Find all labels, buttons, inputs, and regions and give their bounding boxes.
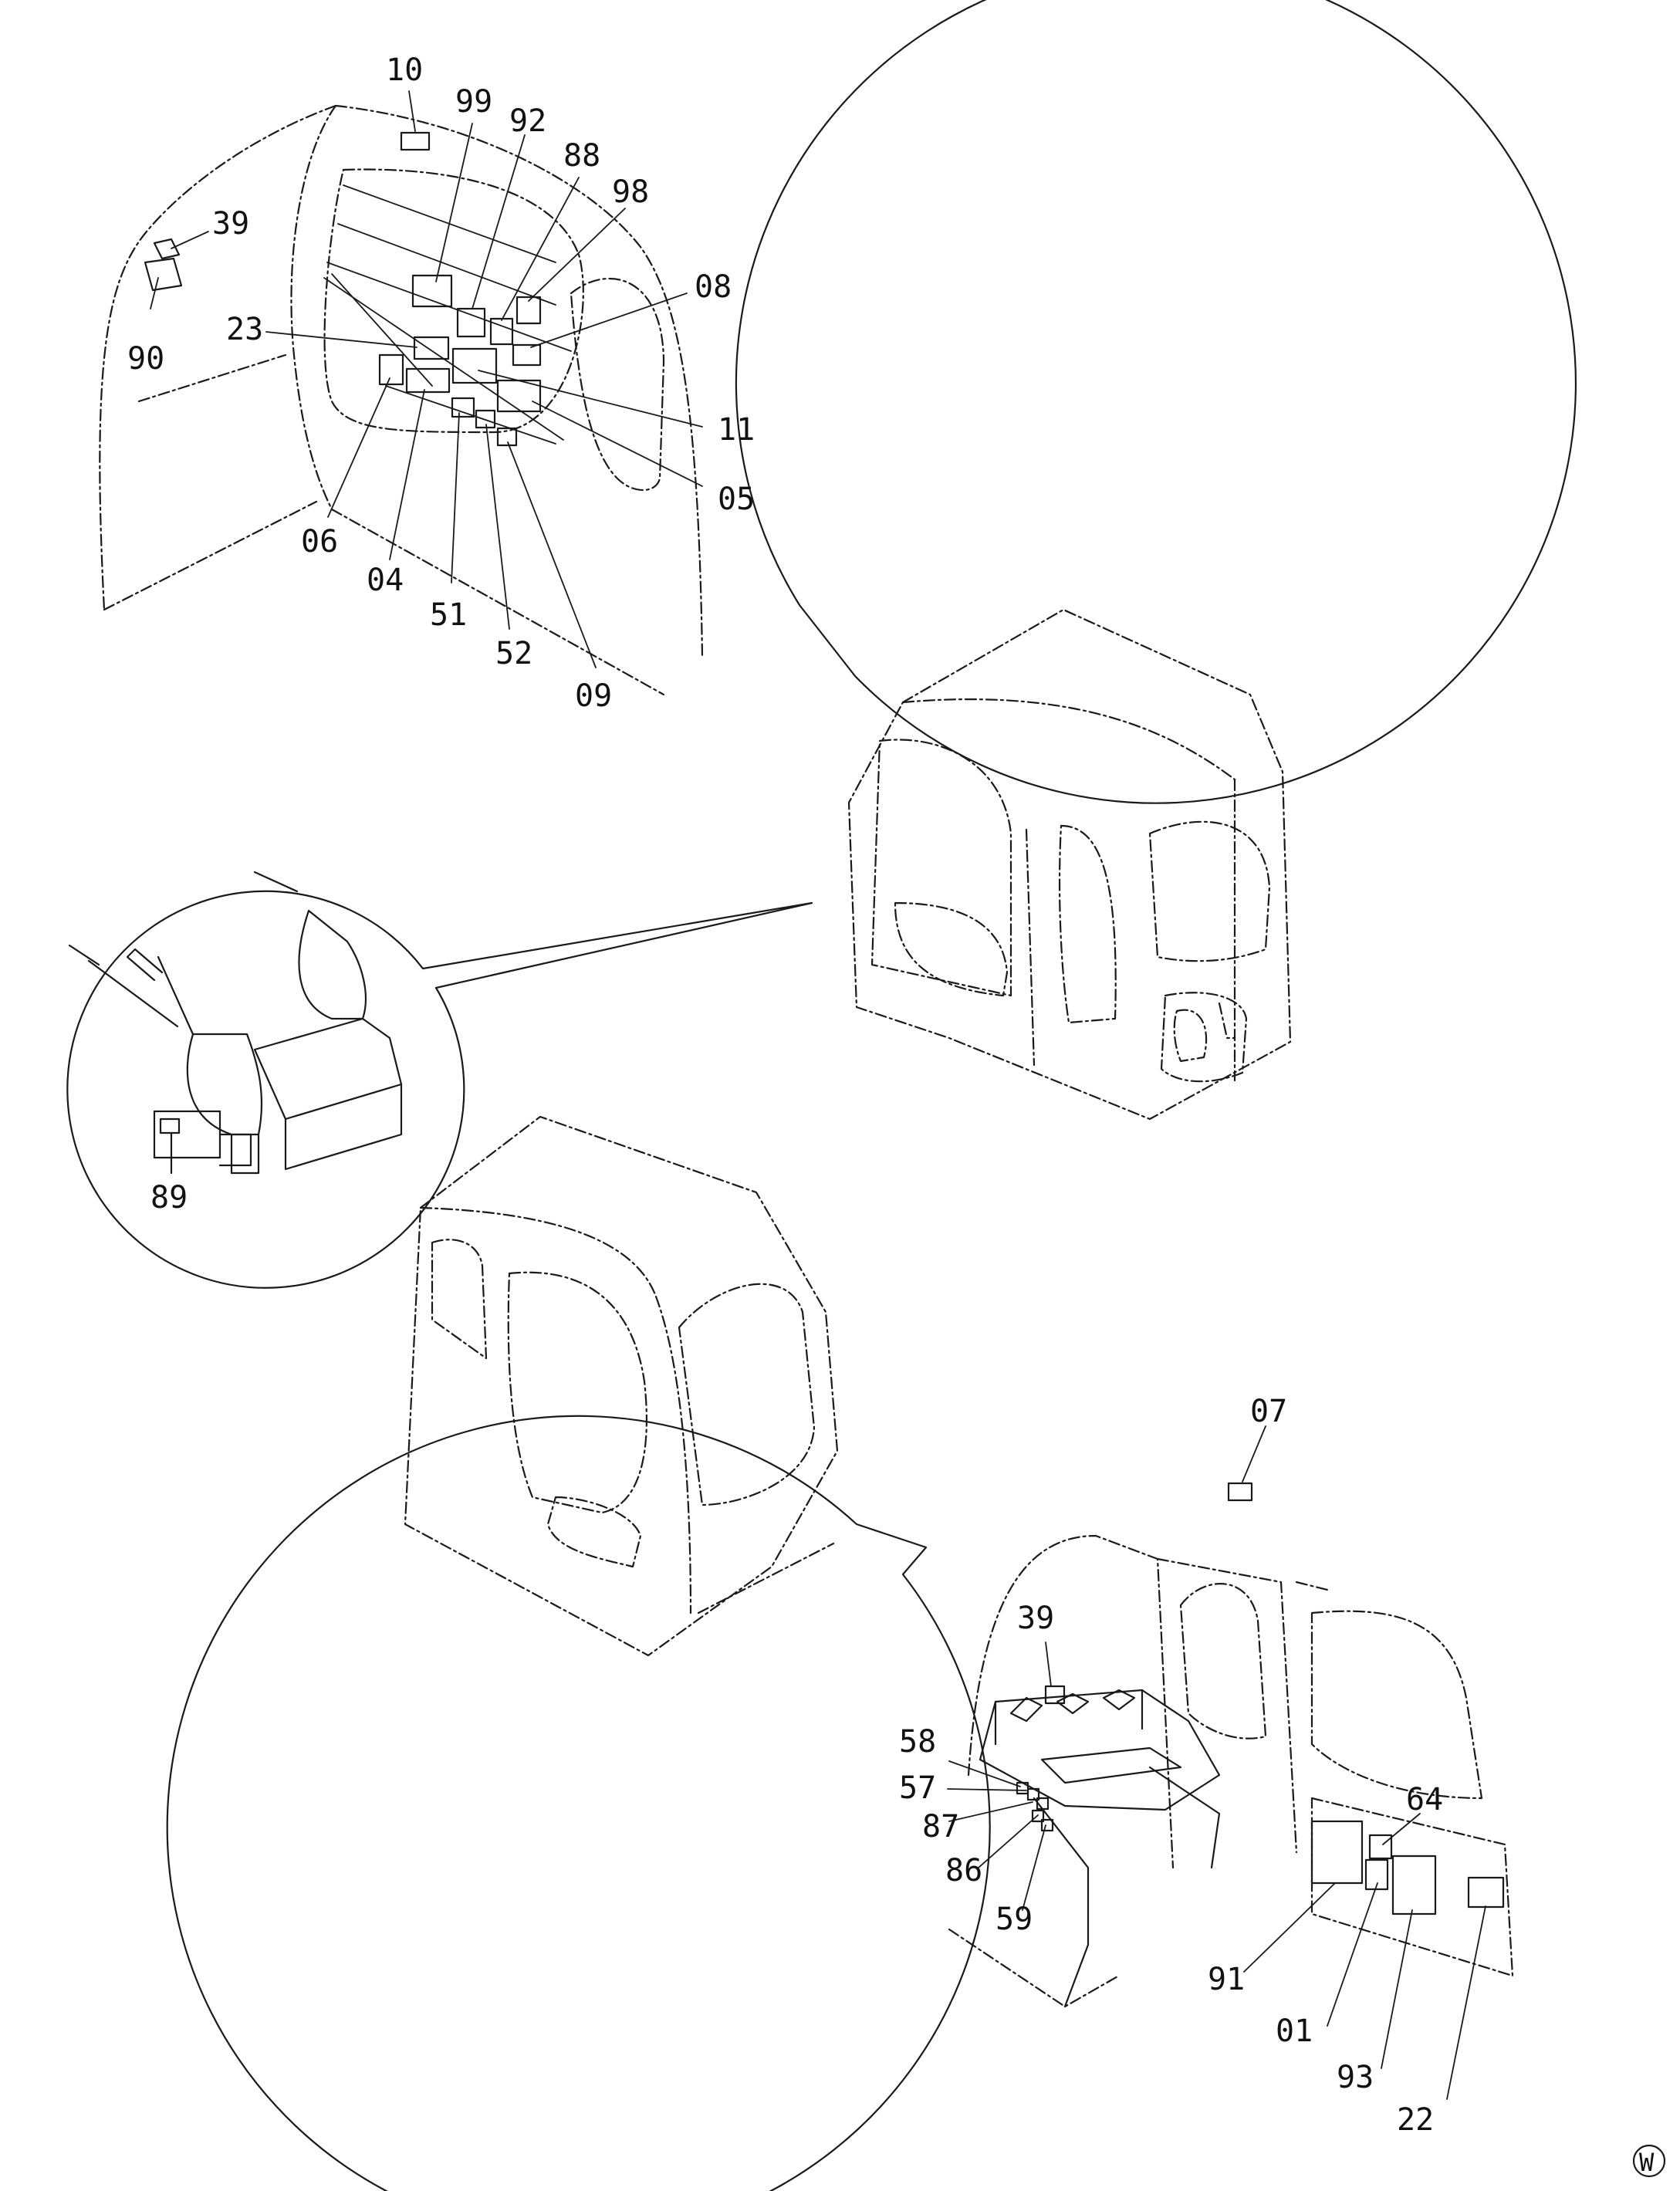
callout-98: 98 bbox=[612, 174, 649, 210]
callout-93: 93 bbox=[1337, 2060, 1374, 2095]
top-detail-bubble: 10 99 92 88 98 08 39 90 23 11 05 06 04 5… bbox=[99, 0, 1577, 804]
bottom-detail-bubble: 07 39 58 57 87 86 59 64 91 01 93 22 bbox=[166, 1394, 1514, 2191]
callout-11: 11 bbox=[718, 412, 755, 448]
callout-51: 51 bbox=[430, 597, 467, 633]
corner-mark-letter: W bbox=[1639, 2148, 1655, 2177]
callout-39-top: 39 bbox=[212, 206, 249, 242]
callout-88: 88 bbox=[563, 138, 600, 174]
callout-22: 22 bbox=[1397, 2102, 1434, 2138]
callout-59: 59 bbox=[995, 1902, 1033, 1937]
callout-86: 86 bbox=[945, 1853, 982, 1888]
callout-23: 23 bbox=[226, 312, 263, 347]
callout-08: 08 bbox=[695, 269, 732, 305]
seat-detail-bubble: 89 bbox=[66, 871, 813, 1289]
cab-rear-view bbox=[847, 608, 1292, 1121]
callout-58: 58 bbox=[899, 1724, 936, 1760]
callout-04: 04 bbox=[367, 563, 404, 598]
callout-07: 07 bbox=[1250, 1394, 1287, 1429]
callout-39-bottom: 39 bbox=[1017, 1601, 1054, 1636]
callout-90: 90 bbox=[127, 341, 164, 377]
cab-front-view bbox=[404, 1115, 839, 1657]
callout-06: 06 bbox=[301, 524, 338, 560]
callout-10: 10 bbox=[386, 52, 423, 88]
callout-05: 05 bbox=[718, 482, 755, 517]
callout-52: 52 bbox=[495, 636, 532, 671]
callout-57: 57 bbox=[899, 1770, 936, 1806]
callout-99: 99 bbox=[455, 84, 492, 120]
callout-87: 87 bbox=[922, 1809, 959, 1844]
callout-92: 92 bbox=[509, 103, 546, 139]
callout-01: 01 bbox=[1276, 2013, 1313, 2049]
callout-09: 09 bbox=[575, 678, 612, 714]
callout-91: 91 bbox=[1208, 1962, 1245, 1997]
callout-89: 89 bbox=[150, 1180, 188, 1216]
corner-mark: W bbox=[1632, 2144, 1666, 2178]
callout-64: 64 bbox=[1406, 1782, 1443, 1817]
